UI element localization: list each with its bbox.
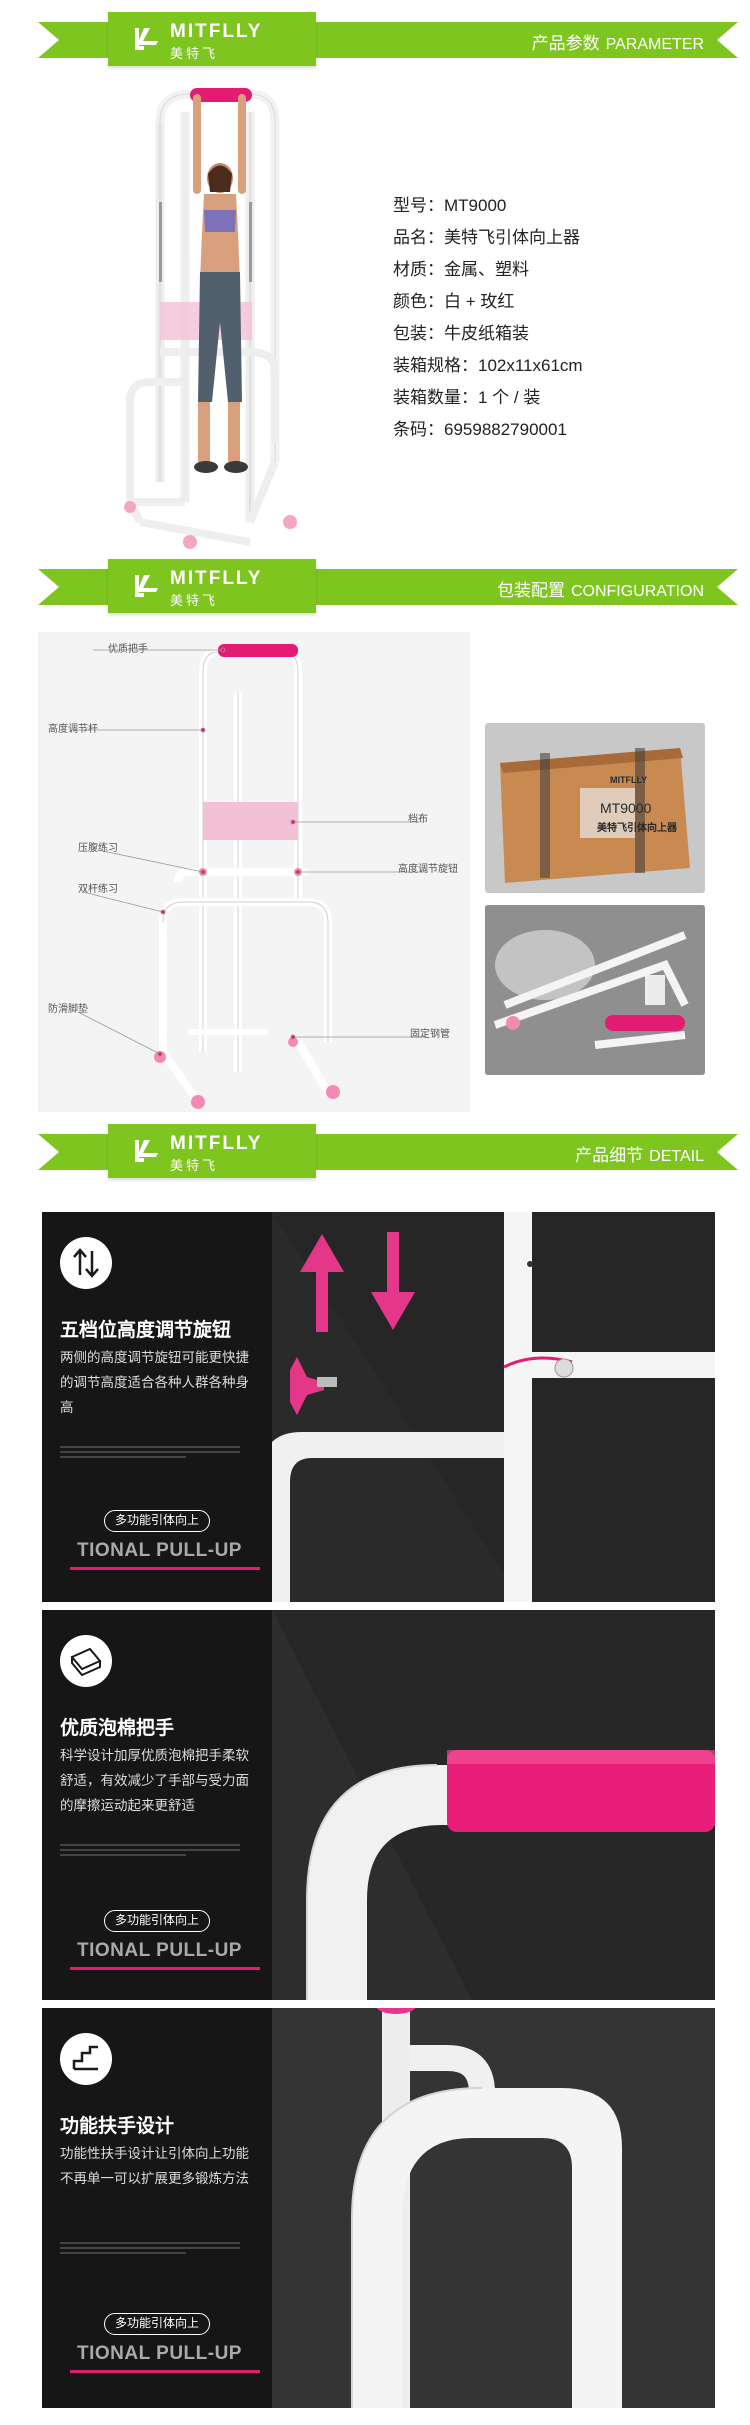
tagline-underline [70,1967,260,1970]
section-title-cn: 产品参数 [531,34,600,53]
label-knob: 高度调节旋钮 [398,864,458,875]
brand-name-cn: 美特飞 [170,1158,219,1173]
parts-photo [485,905,705,1075]
section-title-cn: 包装配置 [496,581,565,600]
box-photo-drawing: MITFLLY MT9000 美特飞引体向上器 [500,748,690,883]
product-photo [124,88,297,549]
armrest-icon [60,2033,112,2085]
feature-tagline: TIONAL PULL-UP [77,2343,242,2364]
feature-tagline: TIONAL PULL-UP [77,1540,242,1561]
detail-banner: MITFLLY 美特飞 产品细节 DETAIL [0,1120,750,1182]
spec-package: 包装：牛皮纸箱装 [393,324,529,343]
foam-glyph [70,1647,102,1677]
box-model: MT9000 [600,800,652,816]
brand-logo-icon [135,575,158,597]
feature-pill: 多功能引体向上 [104,1910,211,1932]
armrest-closeup [272,2008,715,2408]
section-title-en: DETAIL [649,1148,704,1165]
section-title-cn: 产品细节 [575,1146,644,1165]
brand-name-cn: 美特飞 [170,593,219,608]
section-title: 包装配置 CONFIGURATION [497,576,704,601]
spec-list: 型号：MT9000 品名：美特飞引体向上器 材质：金属、塑料 颜色：白 + 玫红… [393,190,583,446]
brand-tab: MITFLLY 美特飞 [108,559,316,613]
feature-panel-armrest: 功能扶手设计 功能性扶手设计让引体向上功能不再单一可以扩展更多锻炼方法 多功能引… [42,2008,715,2408]
feature-description: 两侧的高度调节旋钮可能更快捷的调节高度适合各种人群各种身高 [60,1350,249,1415]
parts-diagram-drawing [73,644,428,1109]
tagline-underline [70,1567,260,1570]
feature-tagline: TIONAL PULL-UP [77,1940,242,1961]
label-height-bar: 高度调节杆 [48,724,98,735]
feature-panel-foam-handle: 优质泡棉把手 科学设计加厚优质泡棉把手柔软舒适，有效减少了手部与受力面的摩擦运动… [42,1610,715,2000]
height-knob-closeup [262,1212,715,1602]
spec-color: 颜色：白 + 玫红 [393,292,515,311]
brand-name: MITFLLY [170,568,263,589]
brand-name-cn: 美特飞 [170,46,219,61]
brand-name: MITFLLY [170,1133,263,1154]
section-title-en: CONFIGURATION [570,583,704,600]
decorative-text-lines [60,2242,240,2268]
up-down-arrows-glyph [73,1248,99,1278]
feature-panel-height-knob: 五档位高度调节旋钮 两侧的高度调节旋钮可能更快捷的调节高度适合各种人群各种身高 … [42,1212,715,1602]
spec-product-name: 品名：美特飞引体向上器 [393,228,580,247]
panel-image-area [272,2008,715,2408]
label-handle: 优质把手 [108,644,148,655]
brand-logo-icon [135,28,158,50]
section-title: 产品细节 DETAIL [575,1141,704,1166]
label-dips: 双杆练习 [78,884,118,895]
feature-title: 优质泡棉把手 [60,1718,175,1739]
foam-handle-closeup [272,1610,715,2000]
armrest-glyph [72,2045,98,2071]
decorative-text-lines [60,1844,240,1870]
spec-material: 材质：金属、塑料 [393,260,529,279]
feature-description: 功能性扶手设计让引体向上功能不再单一可以扩展更多锻炼方法 [60,2146,249,2186]
brand-name: MITFLLY [170,21,263,42]
spec-model: 型号：MT9000 [393,196,507,215]
parts-photo-drawing [485,905,705,1075]
brand-logo-icon [135,1140,158,1162]
panel-image-area [262,1212,715,1602]
brand-tab: MITFLLY 美特飞 [108,12,316,66]
label-foot: 防滑脚垫 [48,1004,88,1015]
spec-quantity: 装箱数量：1 个 / 装 [393,388,541,407]
configuration-banner: MITFLLY 美特飞 包装配置 CONFIGURATION [0,555,750,617]
tagline-underline [70,2370,260,2373]
feature-title: 功能扶手设计 [60,2116,175,2137]
spec-barcode: 条码：6959882790001 [393,420,567,439]
box-brand: MITFLLY [610,775,647,785]
label-belly: 压腹练习 [78,843,118,854]
feature-title: 五档位高度调节旋钮 [60,1320,232,1341]
section-title: 产品参数 PARAMETER [532,29,704,54]
parameter-banner: MITFLLY 美特飞 产品参数 PARAMETER [0,8,750,70]
foam-icon [60,1635,112,1687]
box-name: 美特飞引体向上器 [597,821,678,834]
section-title-en: PARAMETER [605,36,704,53]
feature-description: 科学设计加厚优质泡棉把手柔软舒适，有效减少了手部与受力面的摩擦运动起来更舒适 [60,1748,249,1813]
box-photo: MITFLLY MT9000 美特飞引体向上器 [485,723,705,893]
decorative-text-lines [60,1446,240,1472]
label-cloth: 档布 [408,814,428,825]
brand-tab: MITFLLY 美特飞 [108,1124,316,1178]
panel-image-area [272,1610,715,2000]
feature-pill: 多功能引体向上 [104,1510,211,1532]
spec-box-size: 装箱规格：102x11x61cm [393,356,583,375]
up-down-arrows-icon [60,1237,112,1289]
feature-pill: 多功能引体向上 [104,2313,211,2335]
parts-diagram: 优质把手 高度调节杆 压腹练习 双杆练习 防滑脚垫 档布 高度调节旋钮 固定钢管 [38,632,470,1112]
label-tube: 固定钢管 [410,1029,450,1040]
